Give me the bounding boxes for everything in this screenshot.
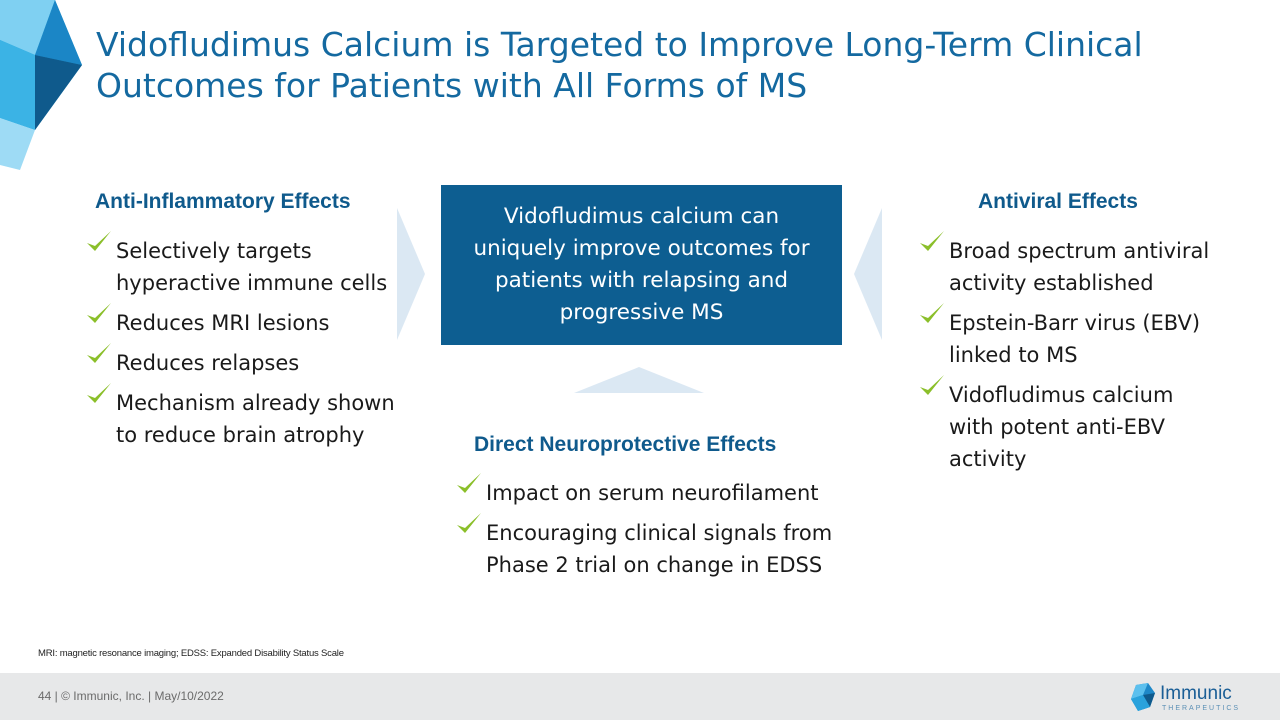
neuroprotective-list: Impact on serum neurofilament Encouragin… [454, 473, 834, 589]
neuroprotective-heading: Direct Neuroprotective Effects [474, 433, 777, 456]
list-item: Impact on serum neurofilament [454, 473, 834, 509]
checkmark-icon [87, 231, 111, 251]
footer-bar: 44 | © Immunic, Inc. | May/10/2022 Immun… [0, 673, 1280, 720]
antiviral-heading: Antiviral Effects [978, 190, 1138, 213]
list-item-text: Broad spectrum antiviral activity establ… [949, 239, 1210, 295]
list-item: Reduces relapses [84, 343, 404, 379]
immunic-logo-icon [1131, 683, 1155, 711]
list-item: Vidofludimus calcium with potent anti-EB… [917, 375, 1222, 475]
list-item-text: Selectively targets hyperactive immune c… [116, 239, 388, 295]
list-item-text: Reduces relapses [116, 351, 300, 375]
list-item-text: Epstein-Barr virus (EBV) linked to MS [949, 311, 1201, 367]
list-item: Encouraging clinical signals from Phase … [454, 513, 834, 581]
corner-decoration [0, 0, 82, 170]
list-item: Selectively targets hyperactive immune c… [84, 231, 404, 299]
company-logo: Immunic THERAPEUTICS [1130, 681, 1250, 715]
arrow-left-icon [854, 208, 882, 340]
checkmark-icon [87, 303, 111, 323]
anti-inflammatory-heading: Anti-Inflammatory Effects [95, 190, 351, 213]
checkmark-icon [87, 383, 111, 403]
center-statement-box: Vidofludimus calcium can uniquely improv… [441, 185, 842, 345]
list-item: Reduces MRI lesions [84, 303, 404, 339]
list-item-text: Reduces MRI lesions [116, 311, 330, 335]
arrow-right-icon [397, 208, 425, 340]
checkmark-icon [457, 513, 481, 533]
checkmark-icon [920, 375, 944, 395]
checkmark-icon [87, 343, 111, 363]
list-item: Epstein-Barr virus (EBV) linked to MS [917, 303, 1222, 371]
list-item: Broad spectrum antiviral activity establ… [917, 231, 1222, 299]
footnote: MRI: magnetic resonance imaging; EDSS: E… [38, 648, 344, 659]
footer-text: 44 | © Immunic, Inc. | May/10/2022 [38, 689, 224, 703]
checkmark-icon [457, 473, 481, 493]
logo-subtitle: THERAPEUTICS [1162, 705, 1241, 712]
center-statement-text: Vidofludimus calcium can uniquely improv… [473, 204, 810, 325]
list-item-text: Mechanism already shown to reduce brain … [116, 391, 395, 447]
slide-title: Vidofludimus Calcium is Targeted to Impr… [96, 25, 1143, 105]
logo-wordmark: Immunic [1160, 683, 1232, 704]
list-item: Mechanism already shown to reduce brain … [84, 383, 404, 451]
arrow-up-icon [574, 367, 704, 393]
anti-inflammatory-list: Selectively targets hyperactive immune c… [84, 231, 404, 459]
checkmark-icon [920, 231, 944, 251]
checkmark-icon [920, 303, 944, 323]
list-item-text: Encouraging clinical signals from Phase … [486, 521, 833, 577]
antiviral-list: Broad spectrum antiviral activity establ… [917, 231, 1222, 483]
list-item-text: Impact on serum neurofilament [486, 481, 819, 505]
list-item-text: Vidofludimus calcium with potent anti-EB… [949, 383, 1174, 471]
